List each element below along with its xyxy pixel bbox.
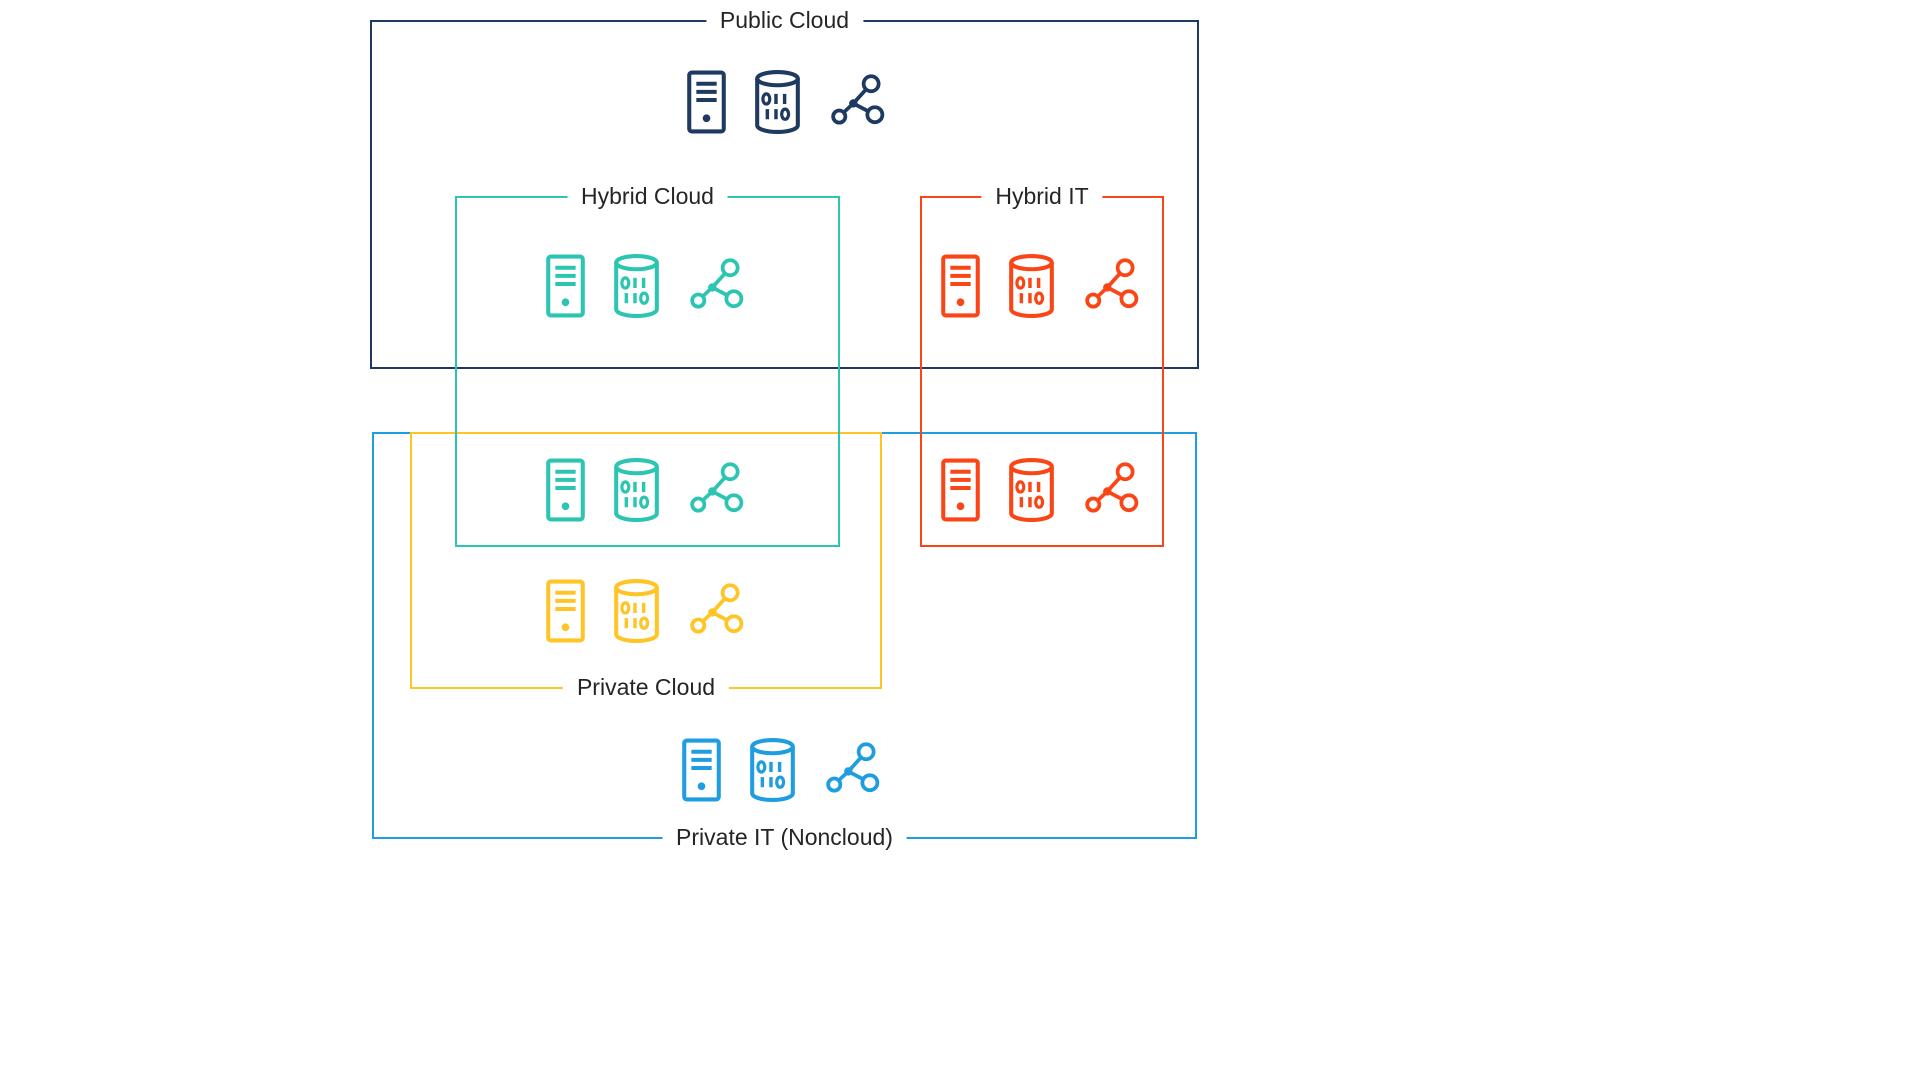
network-icon: [1082, 256, 1142, 316]
hybrid-cloud-icon-row-upper: [545, 254, 747, 319]
hybrid-it-box: Hybrid IT: [920, 183, 1164, 547]
private-cloud-box: Private Cloud: [410, 432, 882, 702]
hybrid-it-label: Hybrid IT: [981, 183, 1103, 211]
public-cloud-icon-row: [686, 70, 888, 135]
public-cloud-label: Public Cloud: [705, 7, 864, 35]
database-icon: [748, 738, 797, 803]
public-cloud-box: Public Cloud: [370, 7, 1199, 369]
database-icon: [612, 254, 661, 319]
network-icon: [1082, 460, 1142, 520]
private-it-icon-row: [681, 738, 883, 803]
database-icon: [1007, 458, 1056, 523]
database-icon: [1007, 254, 1056, 319]
private-it-label: Private IT (Noncloud): [662, 824, 907, 852]
private-cloud-label: Private Cloud: [562, 674, 730, 702]
hybrid-cloud-box: Hybrid Cloud: [455, 183, 840, 547]
server-icon: [686, 70, 727, 135]
server-icon: [545, 579, 586, 644]
private-cloud-icon-row: [545, 579, 747, 644]
database-icon: [612, 579, 661, 644]
network-icon: [828, 72, 888, 132]
private-it-box: Private IT (Noncloud): [372, 432, 1197, 852]
hybrid-it-icon-row-lower: [940, 458, 1142, 523]
server-icon: [545, 254, 586, 319]
server-icon: [940, 254, 981, 319]
server-icon: [545, 458, 586, 523]
hybrid-cloud-label: Hybrid Cloud: [567, 183, 728, 211]
hybrid-cloud-icon-row-lower: [545, 458, 747, 523]
network-icon: [687, 581, 747, 641]
network-icon: [687, 460, 747, 520]
network-icon: [823, 740, 883, 800]
database-icon: [753, 70, 802, 135]
hybrid-it-icon-row-upper: [940, 254, 1142, 319]
server-icon: [940, 458, 981, 523]
network-icon: [687, 256, 747, 316]
server-icon: [681, 738, 722, 803]
database-icon: [612, 458, 661, 523]
